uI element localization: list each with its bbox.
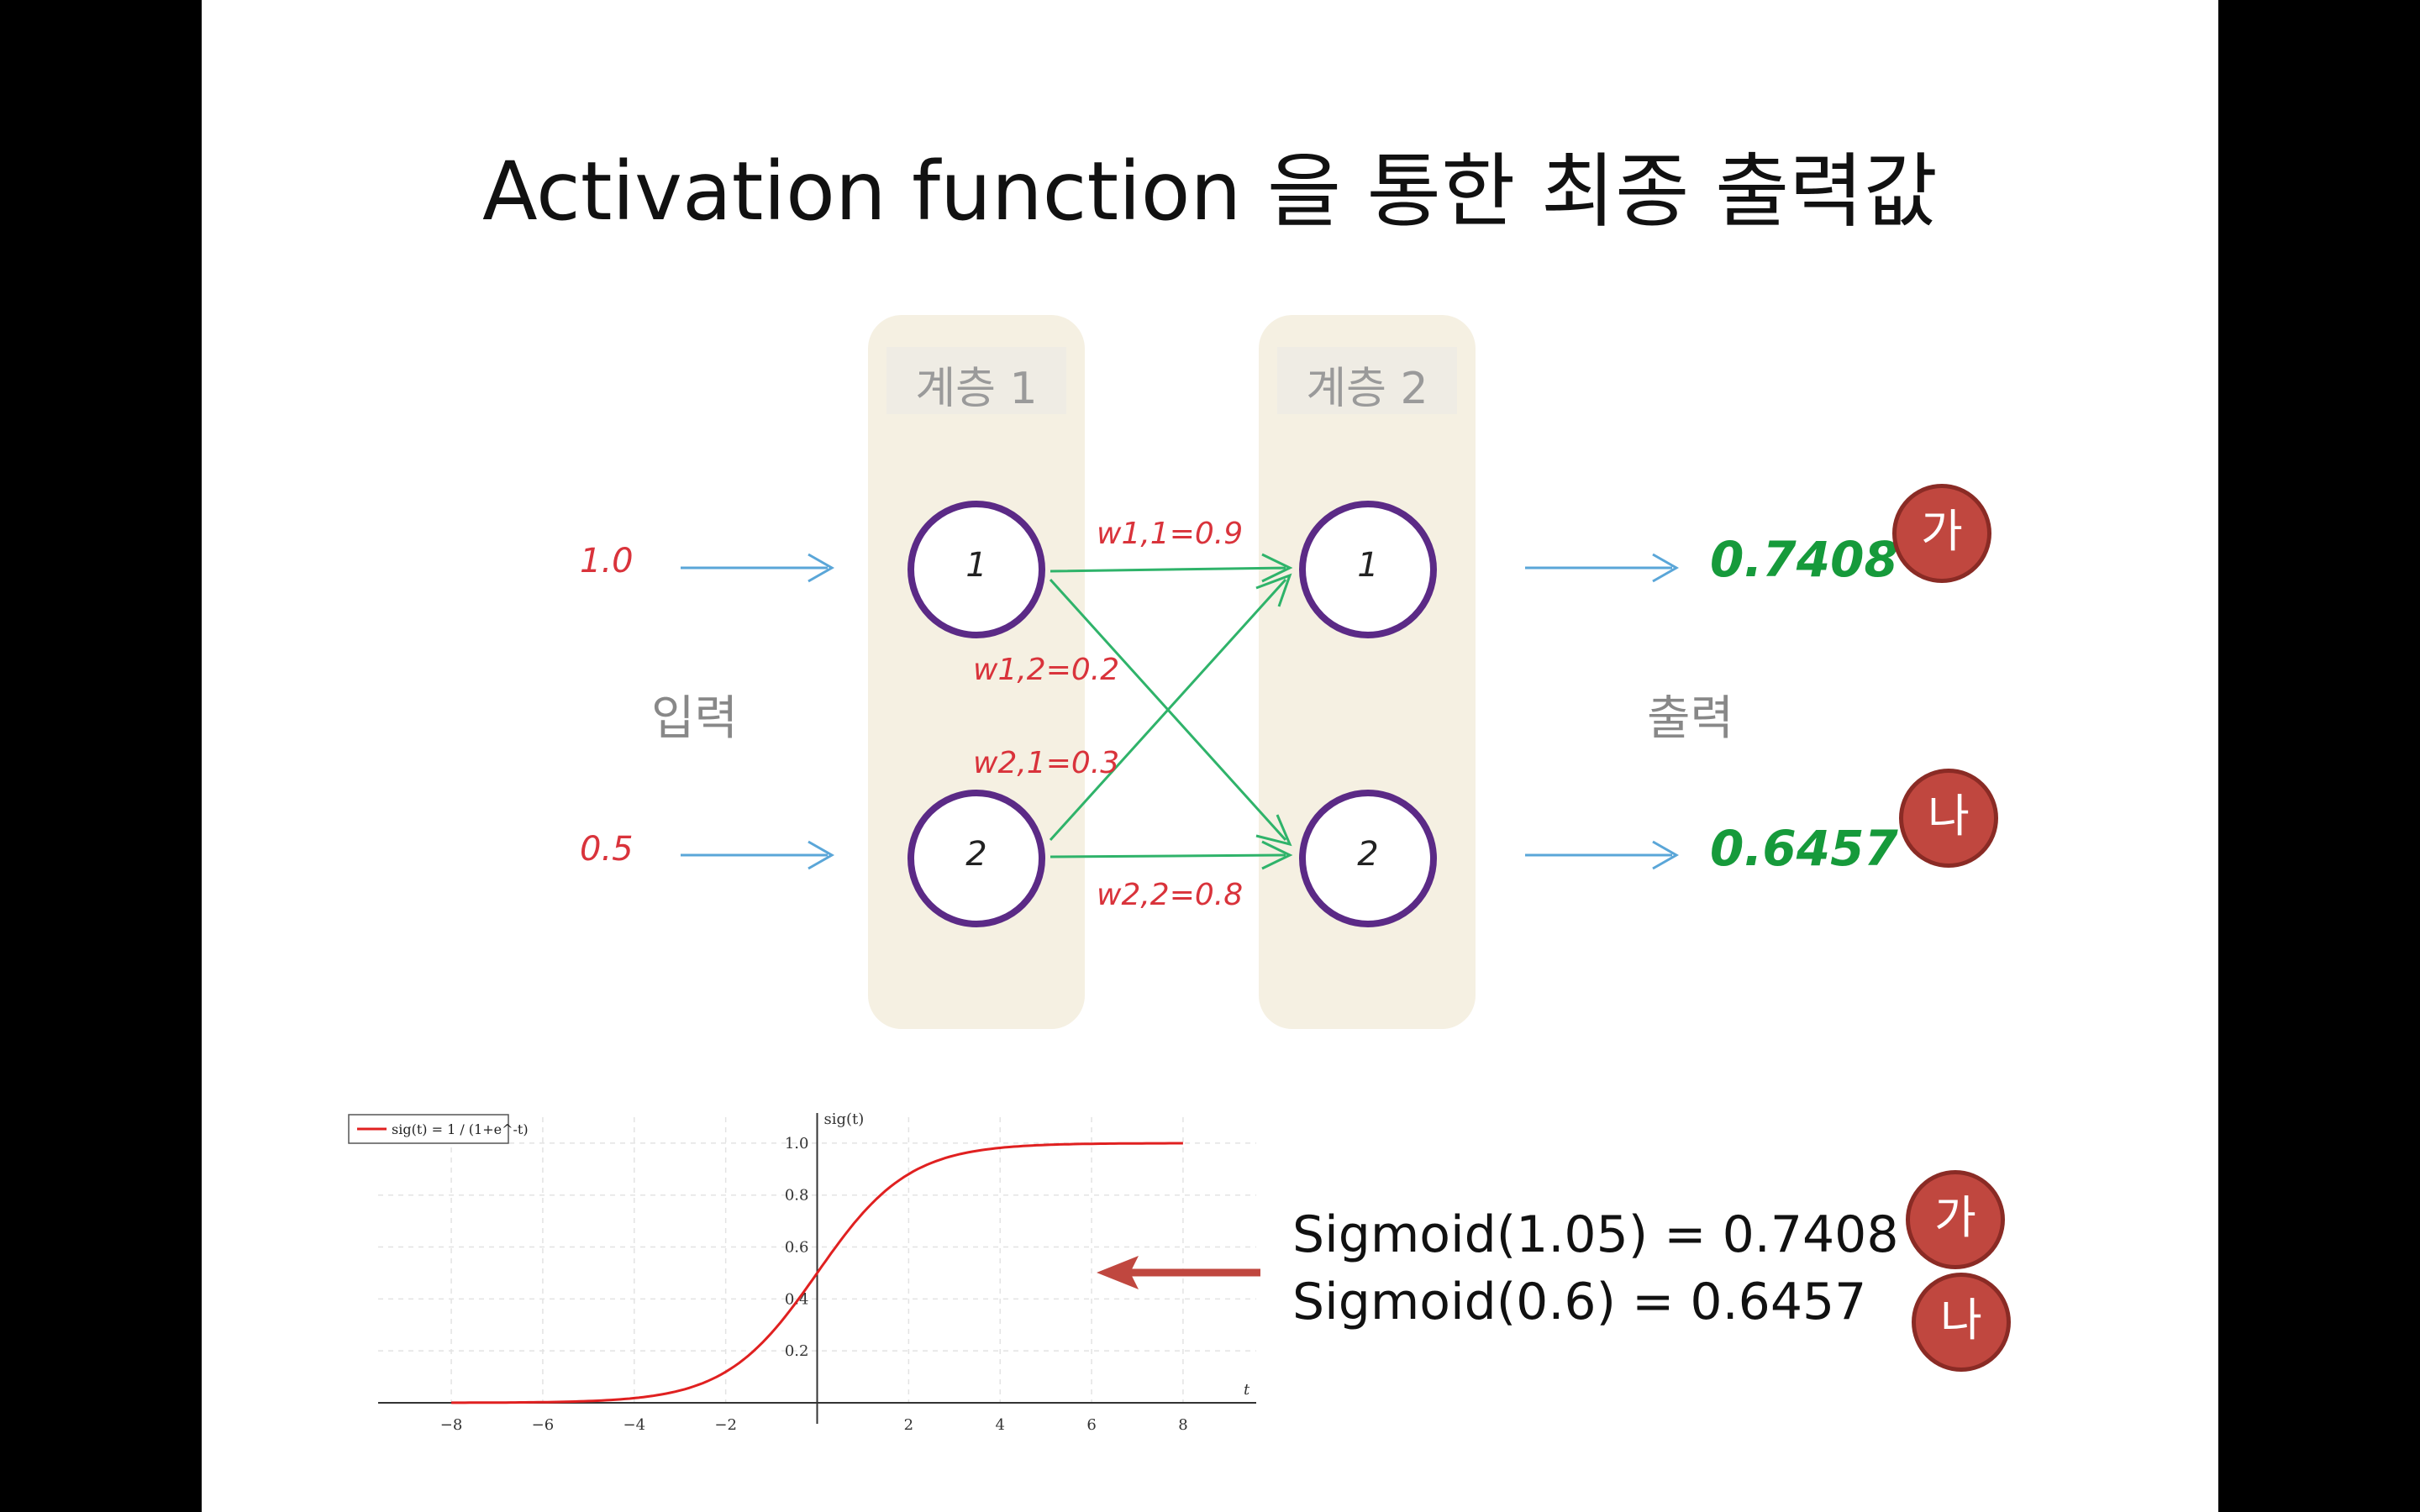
edge-1-1 — [1050, 553, 1293, 583]
x-tick-label: 2 — [904, 1416, 913, 1434]
y-tick-label: 0.2 — [785, 1342, 809, 1360]
input-arrow-2 — [681, 840, 835, 870]
edge-1-2 — [1049, 578, 1292, 847]
badge-ga-bottom: 가 — [1906, 1170, 2005, 1269]
weight-w11: w1,1=0.9 — [1097, 517, 1244, 551]
layer-1-node-2: 2 — [908, 790, 1045, 927]
x-axis-label: t — [1244, 1381, 1250, 1399]
x-tick-label: 8 — [1178, 1416, 1187, 1434]
sigmoid-chart: −8 −6 −4 −2 2 4 6 8 0.2 0.4 0.6 0.8 1.0 sig(t) t sig(t)… — [348, 1110, 1256, 1434]
layer-2-node-1: 1 — [1299, 501, 1437, 638]
y-tick-label: 0.4 — [785, 1290, 809, 1308]
x-tick-label: −8 — [440, 1416, 463, 1434]
weight-w12: w1,2=0.2 — [973, 653, 1120, 687]
y-tick-label: 0.6 — [785, 1239, 809, 1257]
edge-2-1 — [1049, 573, 1292, 842]
input-arrow-1 — [681, 553, 835, 583]
output-arrow-2 — [1525, 840, 1680, 870]
slide-title: Activation function 을 통한 최종 출력값 — [482, 144, 1938, 239]
legend-label: sig(t) = 1 / (1+e^-t) — [392, 1121, 529, 1137]
sigmoid-curve — [451, 1142, 1183, 1404]
output-value-2: 0.6457 — [1710, 820, 1898, 877]
y-tick-label: 0.8 — [785, 1187, 809, 1205]
x-tick-label: 4 — [995, 1416, 1004, 1434]
y-tick-label: 1.0 — [785, 1135, 809, 1152]
weight-w22: w2,2=0.8 — [1097, 878, 1244, 912]
layer-2-label: 계층 2 — [1306, 364, 1428, 414]
badge-na-top: 나 — [1899, 769, 1998, 868]
input-value-1: 1.0 — [580, 542, 634, 580]
equation-2: Sigmoid(0.6) = 0.6457 — [1292, 1273, 1867, 1331]
edge-2-2 — [1050, 840, 1293, 870]
input-label: 입력 — [651, 691, 739, 746]
output-label: 출력 — [1647, 691, 1734, 746]
x-tick-label: −4 — [623, 1416, 646, 1434]
badge-na-bottom: 나 — [1912, 1273, 2011, 1372]
equation-1: Sigmoid(1.05) = 0.7408 — [1292, 1205, 1899, 1264]
output-arrow-1 — [1525, 553, 1680, 583]
layer-1-panel: 계층 1 — [868, 315, 1085, 1029]
weight-w21: w2,1=0.3 — [973, 746, 1120, 780]
output-value-1: 0.7408 — [1710, 531, 1898, 588]
y-axis-label: sig(t) — [824, 1110, 865, 1128]
layer-1-label: 계층 1 — [915, 364, 1038, 414]
x-tick-label: −6 — [532, 1416, 555, 1434]
input-arrows — [681, 553, 1680, 870]
badge-ga-top: 가 — [1892, 484, 1991, 583]
left-arrow-head — [1097, 1256, 1139, 1289]
network-arrows — [681, 553, 1680, 870]
x-tick-label: 6 — [1086, 1416, 1096, 1434]
slide: Activation function 을 통한 최종 출력값 계층 1 계층 … — [202, 0, 2218, 1512]
layer-2-node-2: 2 — [1299, 790, 1437, 927]
layer-1-node-1: 1 — [908, 501, 1045, 638]
left-arrow — [1097, 1256, 1260, 1289]
input-value-2: 0.5 — [580, 830, 634, 869]
weight-arrows — [1049, 553, 1293, 870]
x-tick-label: −2 — [714, 1416, 737, 1434]
